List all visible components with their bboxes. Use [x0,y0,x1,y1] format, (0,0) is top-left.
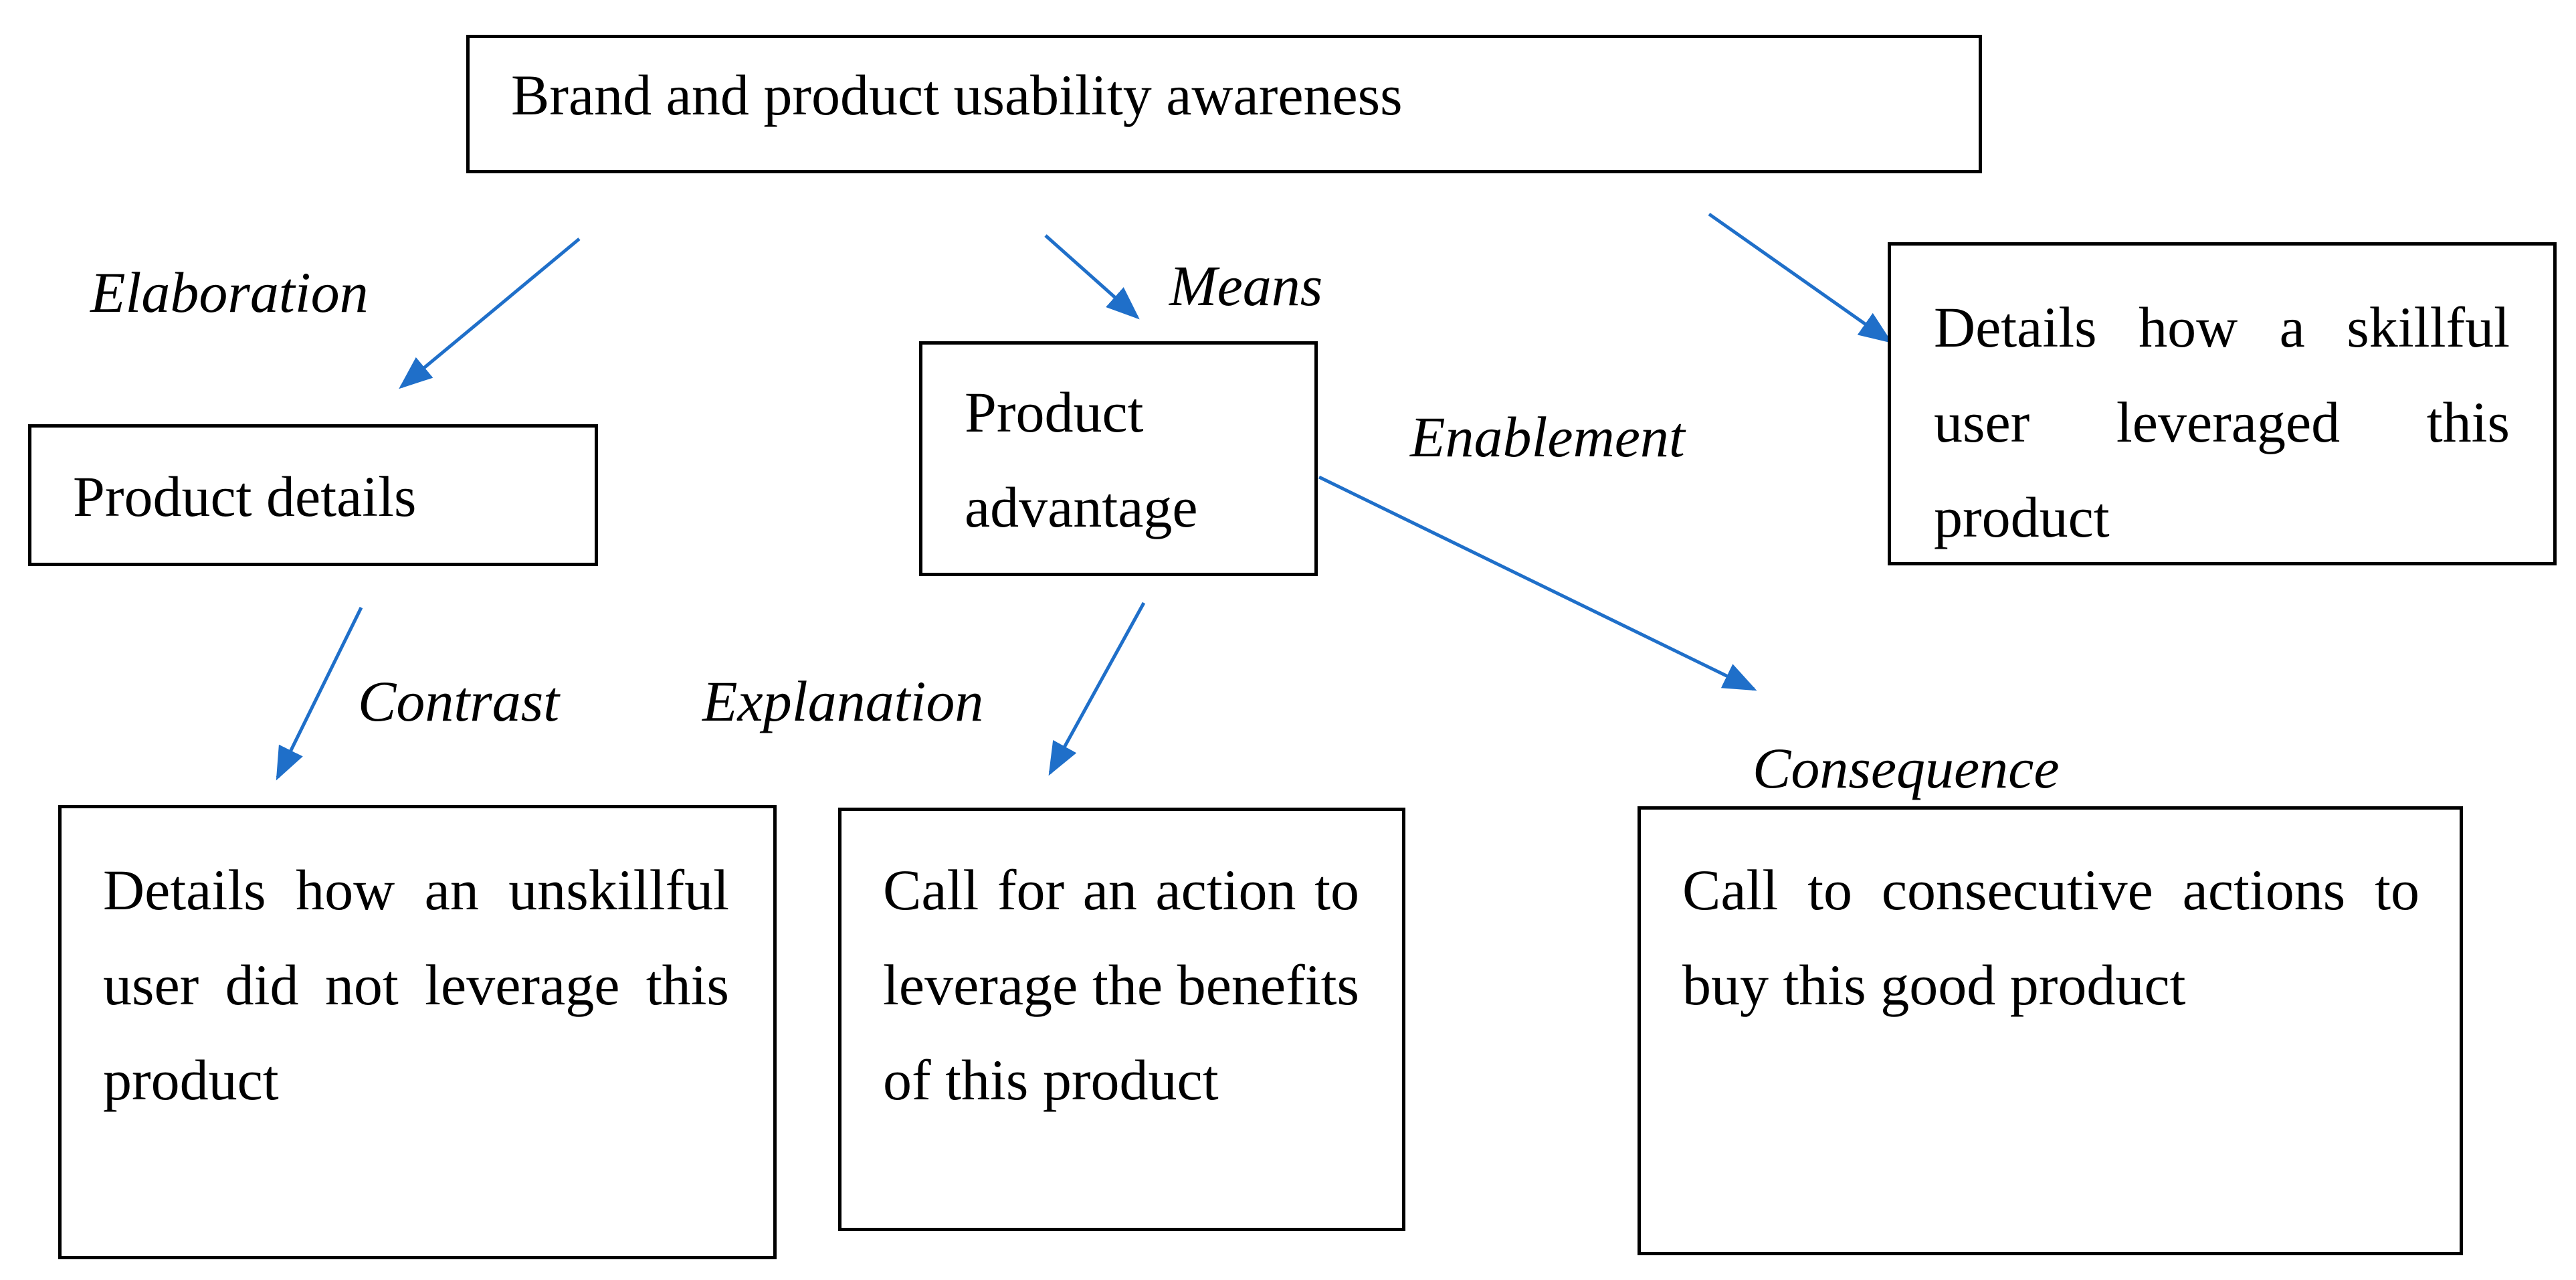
arrow-root-to-skillful-user [1708,212,1893,343]
relation-label-consequence: Consequence [1753,736,2060,800]
node-label: Product advantage [965,380,1198,539]
arrow-root-to-product-advantage [1044,234,1140,320]
node-label: Details how a skillful user leveraged th… [1934,295,2510,549]
node-label: Details how an unskillful user did not l… [103,858,729,1112]
node-unskillful-user-details: Details how an unskillful user did not l… [58,805,777,1259]
node-product-details: Product details [28,424,598,566]
arrow-product-advantage-to-consecutive-actions [1318,475,1757,691]
node-skillful-user-details: Details how a skillful user leveraged th… [1888,242,2557,565]
arrow-product-advantage-to-call-for-action [1048,602,1146,776]
relation-label-elaboration: Elaboration [90,260,369,325]
node-label: Call for an action to leverage the benef… [883,858,1359,1112]
node-consecutive-actions: Call to consecutive actions to buy this … [1638,806,2463,1255]
relation-label-contrast: Contrast [358,669,560,733]
node-brand-usability-awareness: Brand and product usability awareness [466,35,1982,173]
node-label: Product details [73,464,417,529]
node-product-advantage: Product advantage [919,341,1318,576]
relation-label-means: Means [1169,254,1323,318]
arrow-product-details-to-unskillful-user [276,606,363,781]
node-label: Brand and product usability awareness [511,63,1403,127]
arrow-root-to-product-details [399,238,581,389]
relation-label-explanation: Explanation [702,669,984,733]
node-label: Call to consecutive actions to buy this … [1682,858,2419,1017]
relation-label-enablement: Enablement [1410,405,1685,469]
node-call-for-action: Call for an action to leverage the benef… [838,808,1405,1231]
